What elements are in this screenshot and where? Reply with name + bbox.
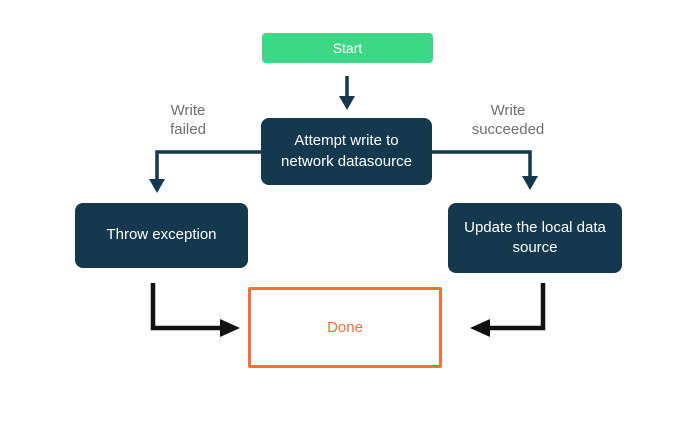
arrowhead-update-to-done (470, 319, 490, 337)
connector-attempt-to-throw (155, 150, 262, 180)
node-attempt-write-label: Attempt write to network datasource (281, 132, 412, 170)
node-start-label: Start (332, 40, 363, 56)
arrowhead-start-to-attempt (339, 96, 355, 110)
node-start: Start (262, 33, 433, 63)
node-throw-exception-label: Throw exception (106, 226, 217, 244)
arrowhead-attempt-to-throw (149, 179, 165, 193)
node-update-local-data-label: Update the local data source (464, 218, 606, 256)
arrowhead-throw-to-done (220, 319, 240, 337)
node-done: Done (248, 287, 442, 368)
node-attempt-write: Attempt write to network datasource (261, 118, 432, 185)
connector-attempt-to-update (432, 150, 532, 177)
arrowhead-attempt-to-update (522, 176, 538, 190)
edge-label-write-succeeded: Write succeeded (471, 102, 545, 138)
node-update-local-data: Update the local data source (448, 203, 622, 273)
edge-label-write-failed: Write failed (170, 102, 206, 138)
connector-update-to-done (489, 283, 546, 331)
node-throw-exception: Throw exception (75, 203, 248, 268)
node-done-label: Done (327, 319, 363, 336)
connector-throw-to-done (150, 283, 221, 331)
